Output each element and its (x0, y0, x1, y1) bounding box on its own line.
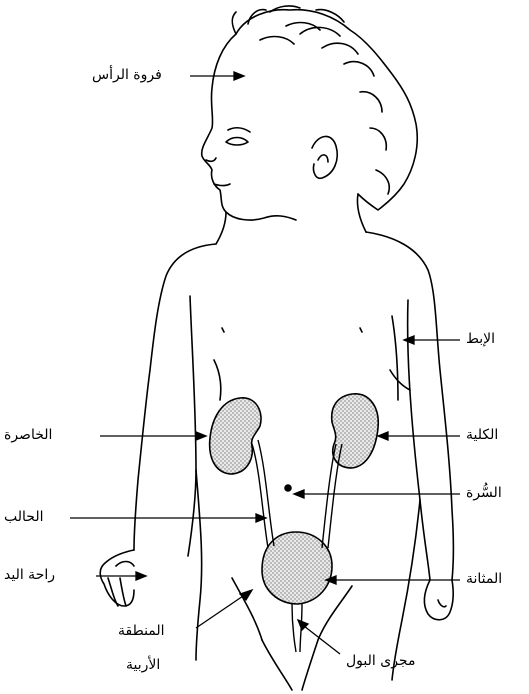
left-ureter (252, 444, 268, 548)
hair (236, 10, 417, 210)
ear (312, 136, 337, 178)
eye (226, 138, 248, 146)
face-outline (202, 34, 296, 220)
left-hand (100, 550, 134, 606)
label-flank: الخاصرة (4, 426, 52, 444)
label-navel: السُّرة (466, 484, 502, 502)
label-groin-line2: الأربية (126, 656, 160, 674)
navel (285, 485, 291, 491)
right-arm (366, 232, 454, 580)
label-palm: راحة اليد (4, 566, 55, 584)
label-armpit: الإبط (466, 330, 495, 348)
label-urethra: مجرى البول (346, 652, 415, 670)
label-ureter: الحالب (4, 508, 43, 526)
right-kidney (332, 394, 379, 468)
label-kidney: الكلية (466, 426, 498, 444)
label-scalp: فروة الرأس (92, 66, 162, 84)
label-groin-line1: المنطقة (118, 622, 165, 640)
left-kidney (210, 398, 261, 474)
right-hand (424, 580, 453, 620)
left-arm (134, 244, 216, 550)
bladder (262, 532, 332, 604)
label-bladder: المثانة (466, 570, 502, 588)
